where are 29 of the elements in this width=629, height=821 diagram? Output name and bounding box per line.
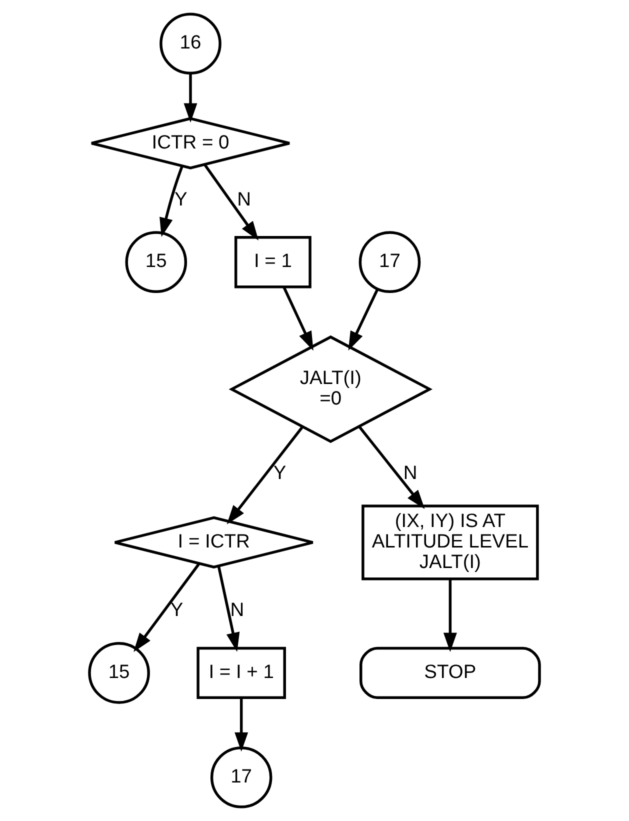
arrow	[184, 74, 198, 123]
arrow	[348, 288, 379, 351]
arrow	[226, 426, 304, 524]
node-box: I = I + 1	[196, 646, 286, 700]
node-box: I = 1	[234, 236, 312, 288]
node-circle: 17	[358, 231, 421, 294]
node-circle: 15	[88, 642, 150, 704]
arrow	[160, 166, 184, 238]
arrow	[204, 164, 259, 241]
edge-label: N	[237, 189, 252, 210]
node-diamond: I = ICTR	[114, 516, 314, 569]
node-diamond: ICTR = 0	[90, 117, 291, 170]
node-box: STOP	[360, 646, 541, 700]
arrow	[217, 566, 240, 652]
node-diamond: JALT(I) =0	[228, 335, 433, 443]
node-circle: 15	[125, 231, 188, 294]
arrow	[443, 579, 457, 652]
arrow	[234, 698, 248, 752]
edge-label: N	[230, 600, 244, 622]
arrow	[358, 426, 425, 510]
arrow	[134, 562, 200, 652]
node-circle: 16	[160, 12, 222, 75]
edge-label: Y	[170, 600, 184, 622]
node-circle: 17	[210, 746, 272, 808]
node-box: (IX, IY) IS AT ALTITUDE LEVEL JALT(I)	[362, 504, 539, 580]
edge-label: N	[403, 462, 418, 484]
arrow	[282, 286, 314, 351]
edge-label: Y	[174, 189, 188, 210]
edge-label: Y	[273, 462, 286, 484]
